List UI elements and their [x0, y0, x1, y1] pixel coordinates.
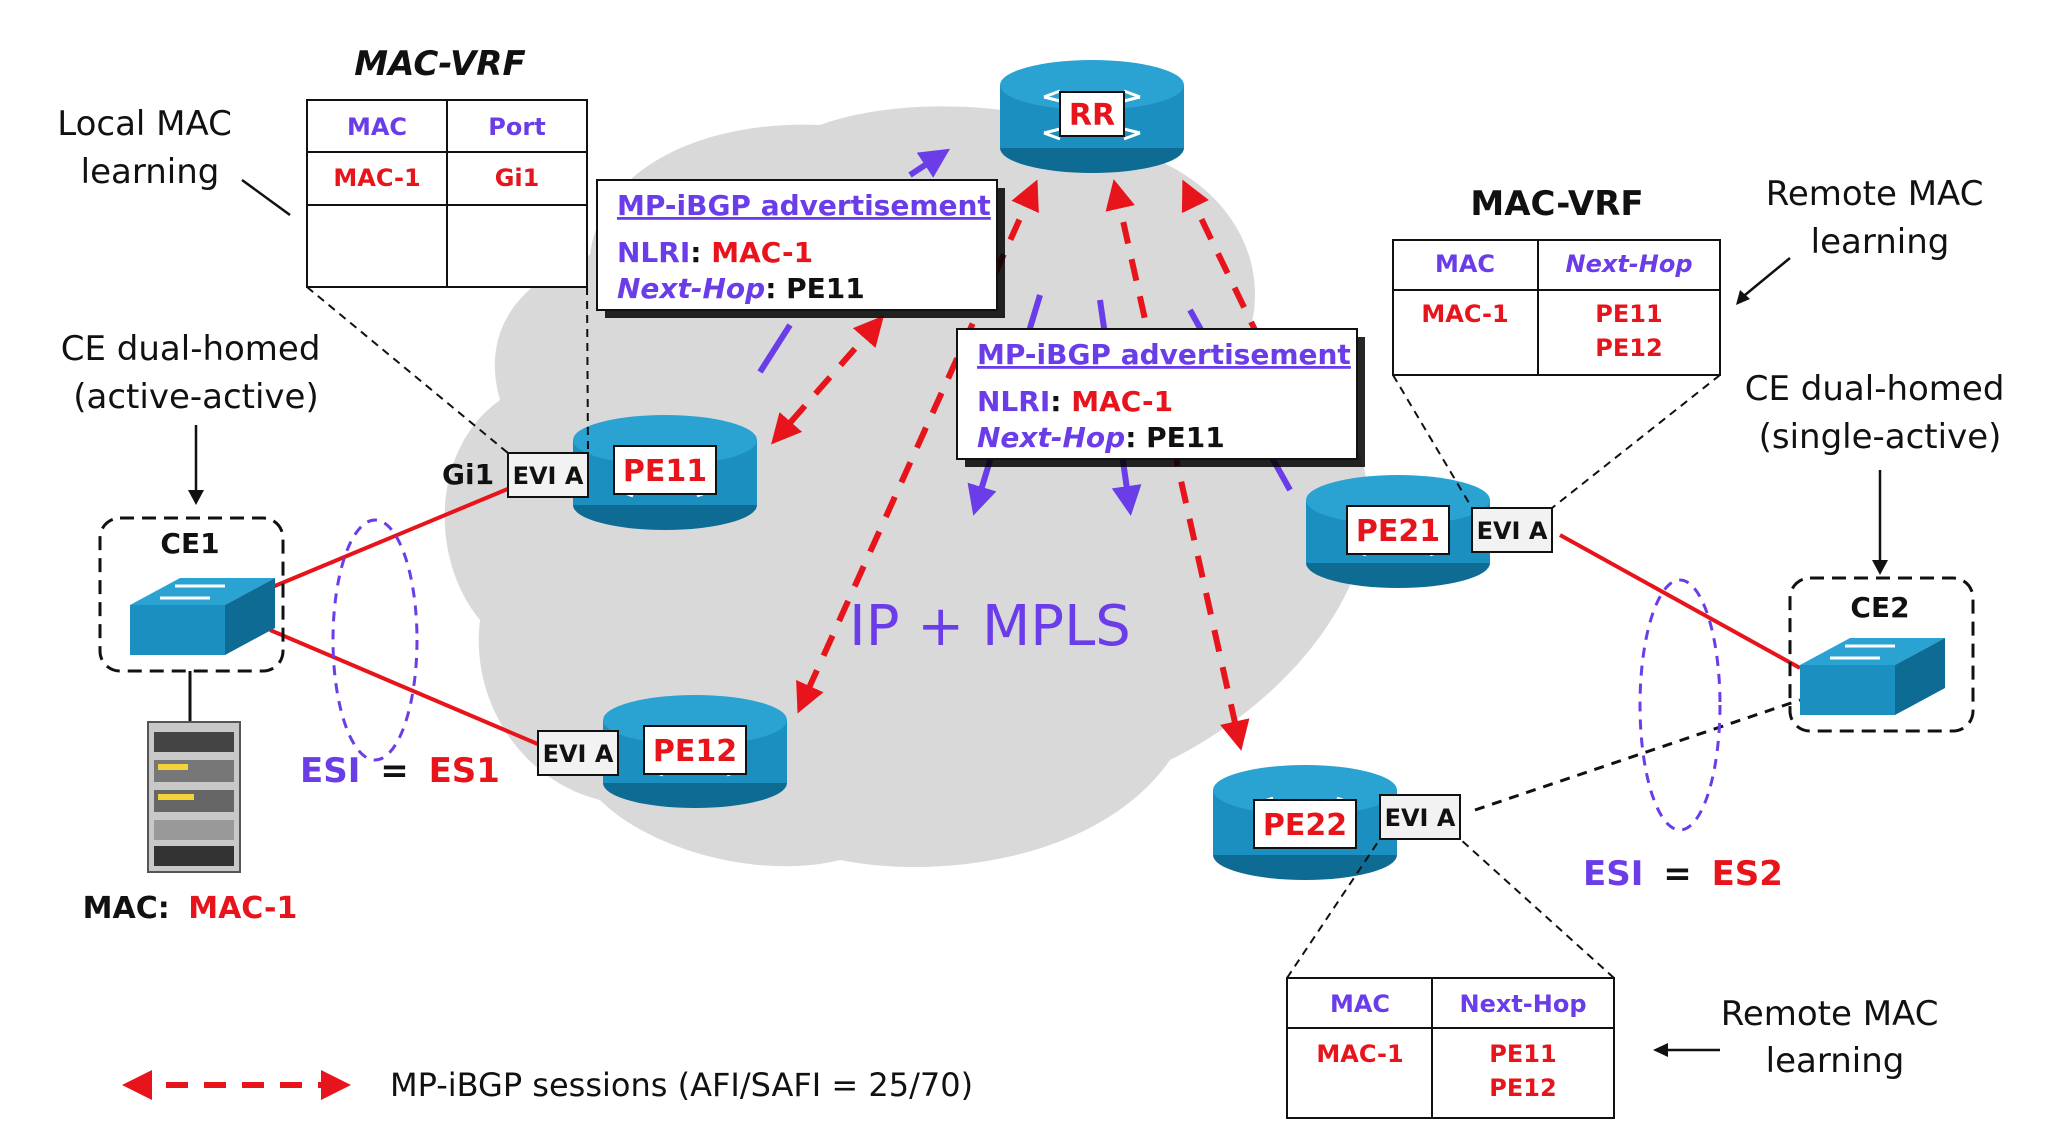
svg-text:MAC-1: MAC-1: [333, 164, 420, 192]
svg-text:EVI A: EVI A: [1477, 517, 1548, 545]
router-pe22-label: PE22: [1263, 808, 1347, 843]
router-pe21[interactable]: PE21: [1306, 475, 1490, 588]
svg-text:MAC: MAC: [1435, 250, 1495, 278]
mac-vrf-2-table: MAC Next-Hop MAC-1 PE11 PE12: [1392, 239, 1721, 376]
esi-es2-label: ESI = ES2: [1583, 854, 1783, 894]
link-pe22-ce2: [1474, 698, 1801, 812]
link-ce1-pe11: [269, 486, 511, 590]
svg-text:PE12: PE12: [1489, 1074, 1556, 1102]
host-mac: MAC: MAC-1: [83, 891, 298, 926]
note-local-mac: Local MAC learning: [57, 104, 242, 192]
svg-text:EVI A: EVI A: [513, 462, 584, 490]
router-pe11[interactable]: PE11: [573, 415, 757, 530]
svg-text:PE11: PE11: [1595, 300, 1662, 328]
svg-text:MP-iBGP advertisement: MP-iBGP advertisement: [977, 338, 1351, 371]
link-pe21-ce2: [1559, 533, 1801, 670]
note-remote-mac-1-pointer: [1744, 257, 1791, 296]
note-remote-mac-2: Remote MAC learning: [1721, 994, 1950, 1081]
evi-pe22: EVI A: [1379, 794, 1461, 840]
switch-ce2[interactable]: [1800, 638, 1945, 715]
svg-text:Gi1: Gi1: [495, 164, 540, 192]
ce1-boundary: [98, 516, 285, 673]
svg-text:MAC: MAC: [347, 113, 407, 141]
mac-vrf-3-table: MAC Next-Hop MAC-1 PE11 PE12: [1286, 977, 1615, 1119]
router-rr-label: RR: [1069, 98, 1115, 133]
ce2-boundary: [1788, 576, 1975, 733]
router-pe21-label: PE21: [1356, 514, 1440, 549]
note-ce2-mode: CE dual-homed (single-active): [1745, 369, 2016, 457]
svg-text:Port: Port: [488, 113, 545, 141]
note-local-mac-pointer: [241, 178, 291, 217]
svg-text:MP-iBGP advertisement: MP-iBGP advertisement: [617, 189, 991, 222]
mac-vrf-2-callout-left: [1392, 374, 1473, 509]
evi-pe21: EVI A: [1471, 507, 1553, 553]
esi-es1-label: ESI = ES1: [300, 751, 500, 791]
mac-vrf-2-callout-right: [1551, 374, 1721, 509]
mac-vrf-2-title: MAC-VRF: [1470, 184, 1643, 224]
mac-vrf-3-callout-right: [1459, 838, 1615, 979]
svg-text:NLRI: MAC-1: NLRI: MAC-1: [617, 236, 813, 269]
router-pe22[interactable]: PE22: [1213, 765, 1397, 880]
router-pe12[interactable]: PE12: [603, 695, 787, 808]
mac-vrf-1-table: MAC Port MAC-1 Gi1: [306, 99, 588, 288]
svg-text:Next-Hop: PE11: Next-Hop: PE11: [617, 272, 865, 305]
ce1-label: CE1: [160, 527, 219, 560]
svg-text:PE11: PE11: [1489, 1040, 1556, 1068]
svg-text:MAC-1: MAC-1: [1316, 1040, 1403, 1068]
legend-label: MP-iBGP sessions (AFI/SAFI = 25/70): [390, 1066, 973, 1104]
mac-vrf-1-callout-left: [306, 286, 509, 454]
esi-es1-ellipse: [331, 518, 419, 762]
note-remote-mac-1: Remote MAC learning: [1766, 174, 1995, 262]
switch-ce1[interactable]: [130, 578, 275, 655]
ce1-port-label: Gi1: [442, 458, 494, 491]
router-rr[interactable]: RR: [1000, 60, 1184, 173]
router-pe12-label: PE12: [653, 734, 737, 769]
svg-text:Next-Hop: Next-Hop: [1459, 990, 1586, 1018]
router-pe11-label: PE11: [623, 454, 707, 489]
mac-vrf-1-title: MAC-VRF: [354, 44, 525, 84]
esi-es2-ellipse: [1638, 578, 1722, 832]
advert-box-1: MP-iBGP advertisement NLRI: MAC-1 Next-H…: [596, 179, 1005, 318]
svg-text:Next-Hop: PE11: Next-Hop: PE11: [977, 421, 1225, 454]
svg-text:PE12: PE12: [1595, 334, 1662, 362]
evi-pe12: EVI A: [537, 730, 619, 776]
advert-box-2: MP-iBGP advertisement NLRI: MAC-1 Next-H…: [956, 328, 1365, 467]
core-label: IP + MPLS: [849, 594, 1131, 659]
svg-text:MAC-1: MAC-1: [1421, 300, 1508, 328]
evi-pe11: EVI A: [507, 452, 589, 498]
svg-text:EVI A: EVI A: [1385, 804, 1456, 832]
svg-text:MAC: MAC: [1330, 990, 1390, 1018]
svg-text:EVI A: EVI A: [543, 740, 614, 768]
server-host[interactable]: [147, 721, 241, 873]
link-ce1-pe12: [269, 628, 541, 747]
note-ce1-mode: CE dual-homed (active-active): [61, 329, 332, 417]
svg-text:Next-Hop: Next-Hop: [1565, 250, 1692, 278]
svg-text:NLRI: MAC-1: NLRI: MAC-1: [977, 385, 1173, 418]
ce2-label: CE2: [1850, 591, 1909, 624]
